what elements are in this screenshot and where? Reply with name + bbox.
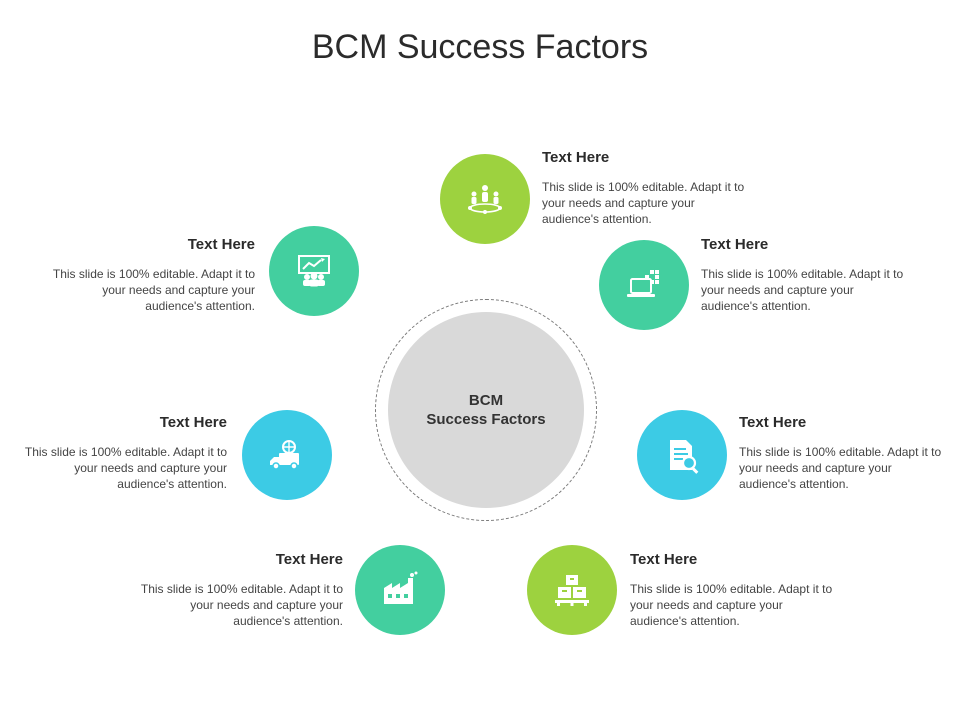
factor-node-5 — [355, 545, 445, 635]
factor-node-4 — [527, 545, 617, 635]
factor-heading: Text Here — [542, 149, 610, 166]
factor-label-6: Text Here This slide is 100% editable. A… — [17, 414, 227, 492]
page-title: BCM Success Factors — [311, 28, 649, 66]
factor-node-1 — [440, 154, 530, 244]
center-dashed-ring — [375, 299, 597, 521]
factor-description: This slide is 100% editable. Adapt it to… — [701, 267, 904, 313]
factor-description: This slide is 100% editable. Adapt it to… — [140, 582, 343, 628]
factor-description: This slide is 100% editable. Adapt it to… — [630, 582, 833, 628]
factor-description: This slide is 100% editable. Adapt it to… — [542, 180, 745, 226]
factor-heading: Text Here — [701, 236, 769, 253]
factor-node-7 — [269, 226, 359, 316]
document-search-icon — [670, 440, 699, 474]
center-label-line1: BCM — [468, 392, 504, 409]
factor-heading: Text Here — [159, 414, 227, 431]
factor-node-6 — [242, 410, 332, 500]
factor-label-2: Text Here This slide is 100% editable. A… — [701, 236, 911, 314]
factor-description: This slide is 100% editable. Adapt it to… — [24, 445, 227, 491]
factor-label-4: Text Here This slide is 100% editable. A… — [630, 551, 840, 629]
factor-heading: Text Here — [275, 551, 343, 568]
team-network-icon — [468, 185, 502, 214]
factor-description: This slide is 100% editable. Adapt it to… — [52, 267, 255, 313]
factor-label-7: Text Here This slide is 100% editable. A… — [45, 236, 255, 314]
factor-label-5: Text Here This slide is 100% editable. A… — [133, 551, 343, 629]
presentation-board-icon — [298, 255, 330, 287]
factor-label-3: Text Here This slide is 100% editable. A… — [739, 414, 949, 492]
factor-node-2 — [599, 240, 689, 330]
center-hub: BCM Success Factors — [388, 312, 584, 508]
factor-node-3 — [637, 410, 727, 500]
factor-heading: Text Here — [630, 551, 698, 568]
factor-heading: Text Here — [739, 414, 807, 431]
factor-label-1: Text Here This slide is 100% editable. A… — [542, 149, 752, 227]
factor-description: This slide is 100% editable. Adapt it to… — [739, 445, 942, 491]
center-label-line2: Success Factors — [426, 411, 546, 428]
factory-icon — [384, 571, 418, 604]
laptop-data-icon — [627, 270, 659, 297]
boxes-pallet-icon — [555, 575, 589, 606]
factor-heading: Text Here — [187, 236, 255, 253]
delivery-truck-icon — [270, 440, 299, 470]
